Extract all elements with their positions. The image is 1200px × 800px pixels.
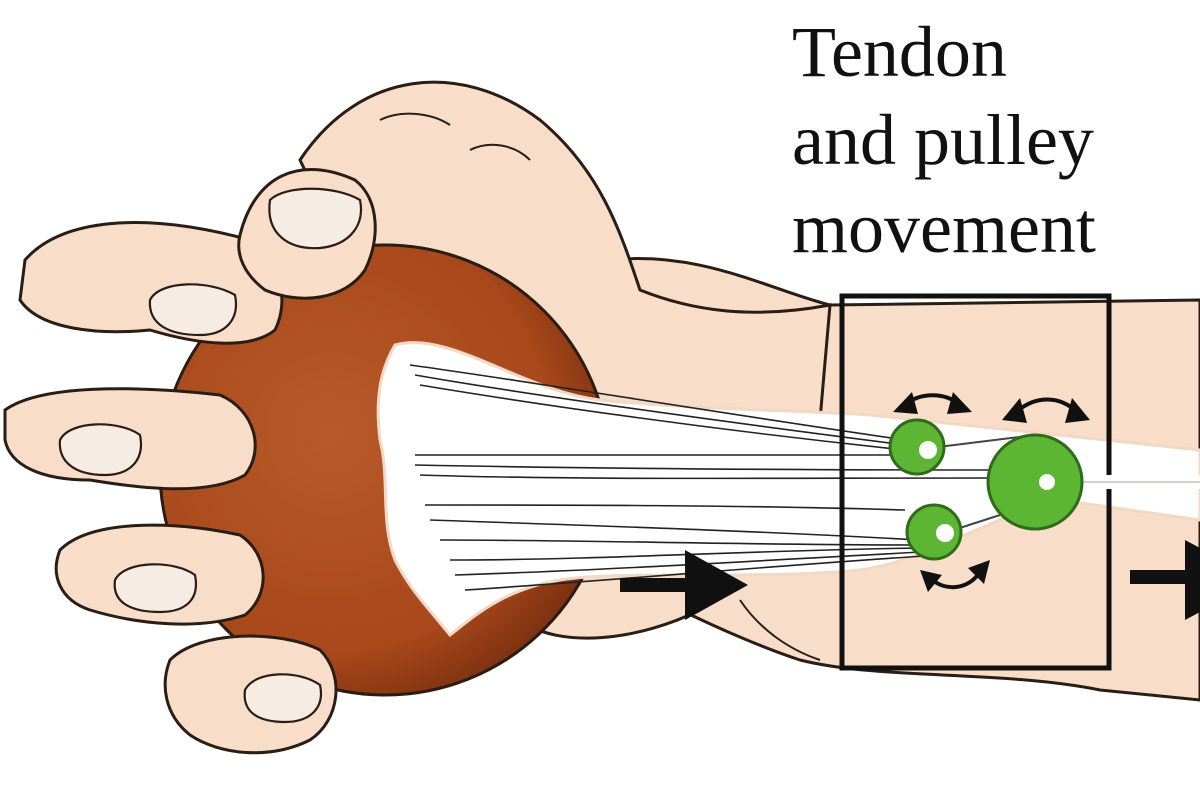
- tendon-band: [376, 341, 1200, 638]
- knuckle-line: [379, 112, 451, 126]
- wrist-crease: [739, 599, 821, 661]
- right-arrow-icon: [620, 550, 748, 620]
- pulley-system: [888, 418, 1200, 561]
- curved-double-arrow-icon: [920, 570, 942, 592]
- label-line: Tendon: [792, 12, 1007, 92]
- fingernail: [243, 673, 323, 724]
- curved-double-arrow-icon: [893, 392, 918, 414]
- curved-double-arrow-icon: [1065, 398, 1090, 423]
- fingernail: [113, 563, 198, 614]
- right-arrow-icon: [1130, 540, 1200, 620]
- pulley: [986, 433, 1084, 531]
- label-line: and pulley: [792, 100, 1094, 180]
- pulley: [888, 418, 946, 476]
- fingernail: [58, 423, 143, 477]
- knuckle-line: [469, 143, 531, 161]
- label-line: movement: [792, 188, 1096, 268]
- fingernail: [148, 283, 238, 337]
- curved-double-arrow-icon: [1002, 398, 1027, 423]
- tendon-strands: [409, 364, 1001, 591]
- pulley: [905, 503, 963, 561]
- curved-double-arrow-icon: [968, 560, 990, 584]
- curved-double-arrow-icon: [947, 392, 972, 414]
- tendon-pulley-label: Tendon and pulley movement: [792, 8, 1192, 272]
- fingernails: [58, 187, 363, 724]
- fingernail: [268, 187, 363, 250]
